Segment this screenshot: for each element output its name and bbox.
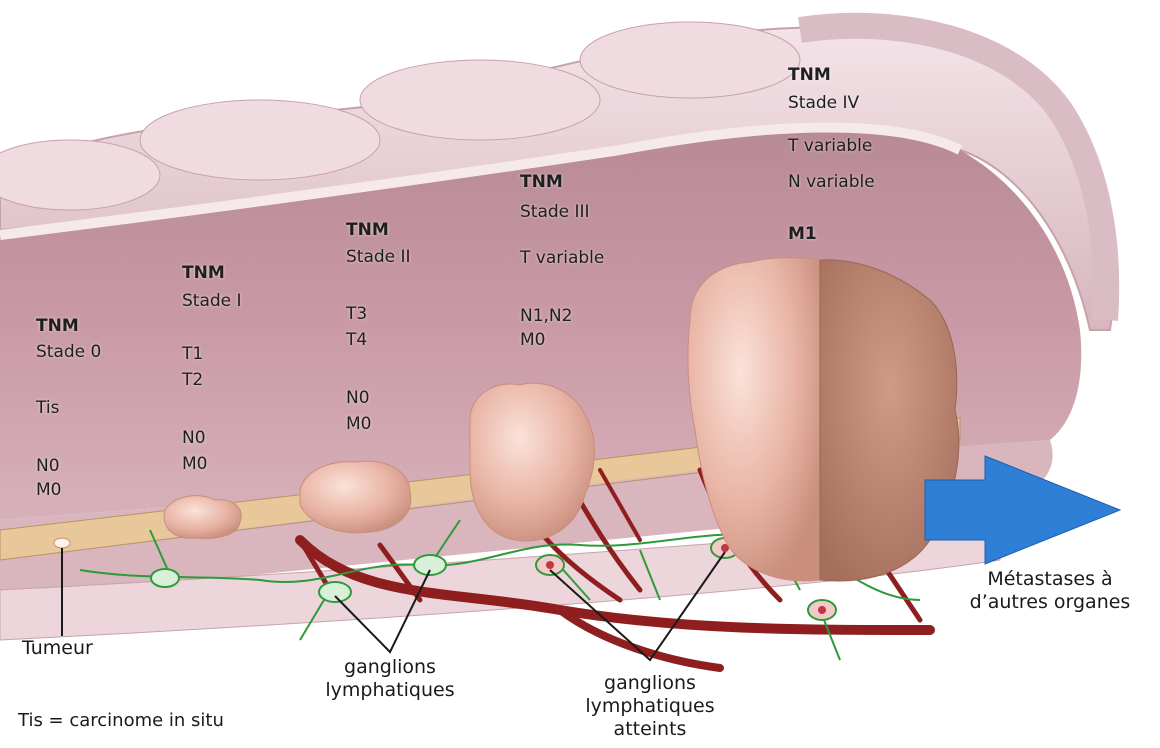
tis-legend: Tis = carcinome in situ [18,710,224,732]
affected-lymph-nodes-label-line1: ganglions [560,672,740,695]
stage-0-m: M0 [36,482,61,499]
tumor-stage-0 [54,538,70,548]
stage-3-n: N1,N2 [520,308,572,325]
stage-4-title: Stade IV [788,95,859,112]
stage-3-title: Stade III [520,204,590,221]
stage-2-tnm: TNM [346,222,389,239]
stage-1-title: Stade I [182,293,242,310]
lymph-nodes-label-line2: lymphatiques [300,679,480,702]
stage-2-t1: T3 [346,306,367,323]
stage-1-m: M0 [182,456,207,473]
stage-3-t: T variable [520,250,604,267]
stage-4-tnm: TNM [788,67,831,84]
stage-1-tnm: TNM [182,265,225,282]
stage-2-t2: T4 [346,332,367,349]
metastases-label: Métastases à d’autres organes [950,568,1150,614]
stage-3-tnm: TNM [520,174,563,191]
stage-1-t2: T2 [182,372,203,389]
stage-1-n: N0 [182,430,206,447]
stage-4-n: N variable [788,174,875,191]
tumor-label: Tumeur [22,637,93,660]
stage-0-tnm: TNM [36,318,79,335]
affected-lymph-nodes-label: ganglions lymphatiques atteints [560,672,740,740]
stage-1-t1: T1 [182,346,203,363]
affected-lymph-nodes-label-line3: atteints [560,718,740,741]
stage-0-t: Tis [36,400,59,417]
stage-3-m: M0 [520,332,545,349]
stage-2-m: M0 [346,416,371,433]
stage-2-title: Stade II [346,249,411,266]
tumor-stage-4 [688,258,959,581]
tumor-stage-1 [164,496,241,539]
stage-0-n: N0 [36,458,60,475]
stage-0-title: Stade 0 [36,344,101,361]
affected-lymph-nodes-label-line2: lymphatiques [560,695,740,718]
metastases-label-line2: d’autres organes [950,591,1150,614]
lymph-nodes-label: ganglions lymphatiques [300,656,480,702]
tumor-stage-2 [300,461,411,533]
stage-2-n: N0 [346,390,370,407]
lymph-nodes-label-line1: ganglions [300,656,480,679]
metastases-label-line1: Métastases à [950,568,1150,591]
stage-4-t: T variable [788,138,872,155]
stage-4-m: M1 [788,226,817,243]
